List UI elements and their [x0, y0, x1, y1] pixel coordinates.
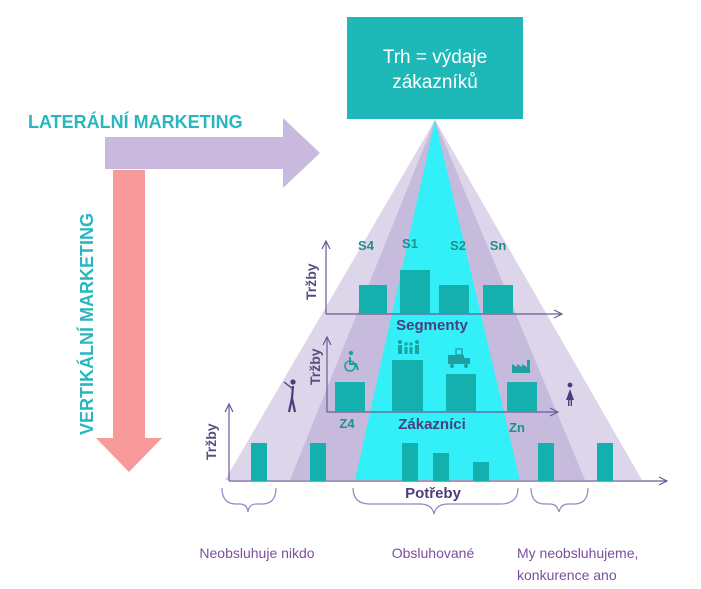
caption-unserved: Neobsluhuje nikdo: [199, 545, 314, 561]
woman-icon: [566, 382, 574, 406]
customer-label-zn: Zn: [509, 420, 525, 435]
customer-bar-zn: [507, 382, 537, 412]
market-box-line2: zákazníků: [392, 72, 478, 93]
needs-title: Potřeby: [405, 485, 462, 502]
needs-axis-label: Tržby: [203, 423, 219, 460]
lateral-label: LATERÁLNÍ MARKETING: [28, 111, 243, 132]
segment-label-sn: Sn: [490, 238, 507, 253]
lateral-arrow: [105, 118, 320, 188]
customer-label-z4: Z4: [339, 416, 355, 431]
customer-bar-z4: [335, 382, 365, 412]
need-bar-3: [402, 443, 418, 481]
customers-axis-label: Tržby: [307, 348, 323, 385]
segment-bar-s1: [400, 270, 430, 314]
truck-icon: [448, 348, 470, 368]
segment-bar-sn: [483, 285, 513, 314]
need-bar-2: [310, 443, 326, 481]
customer-bar-3: [446, 374, 476, 412]
need-bar-5: [473, 462, 489, 481]
customers-title: Zákazníci: [398, 416, 466, 433]
brace-center: [352, 487, 519, 515]
segment-label-s1: S1: [402, 236, 418, 251]
vertical-label: VERTIKÁLNÍ MARKETING: [76, 213, 97, 435]
segment-label-s4: S4: [358, 238, 375, 253]
brace-right: [530, 487, 589, 513]
brace-left: [221, 487, 277, 513]
family-icon: [398, 340, 419, 354]
market-box: [347, 17, 523, 119]
market-box-line1: Trh = výdaje: [383, 47, 487, 68]
factory-icon: [512, 360, 530, 373]
need-bar-1: [251, 443, 267, 481]
caption-competitors-line1: My neobsluhujeme,: [517, 545, 638, 561]
segment-bar-s2: [439, 285, 469, 314]
need-bar-6: [538, 443, 554, 481]
segments-title: Segmenty: [396, 317, 468, 334]
segment-bar-s4: [359, 285, 387, 314]
vertical-arrow: [96, 170, 162, 472]
need-bar-4: [433, 453, 449, 481]
segments-axis-label: Tržby: [303, 263, 319, 300]
wheelchair-icon: [344, 350, 359, 372]
caption-competitors-line2: konkurence ano: [517, 567, 617, 583]
segment-label-s2: S2: [450, 238, 466, 253]
customer-bar-2: [392, 360, 423, 412]
golfer-icon: [283, 379, 297, 413]
need-bar-7: [597, 443, 613, 481]
caption-served: Obsluhované: [392, 545, 475, 561]
